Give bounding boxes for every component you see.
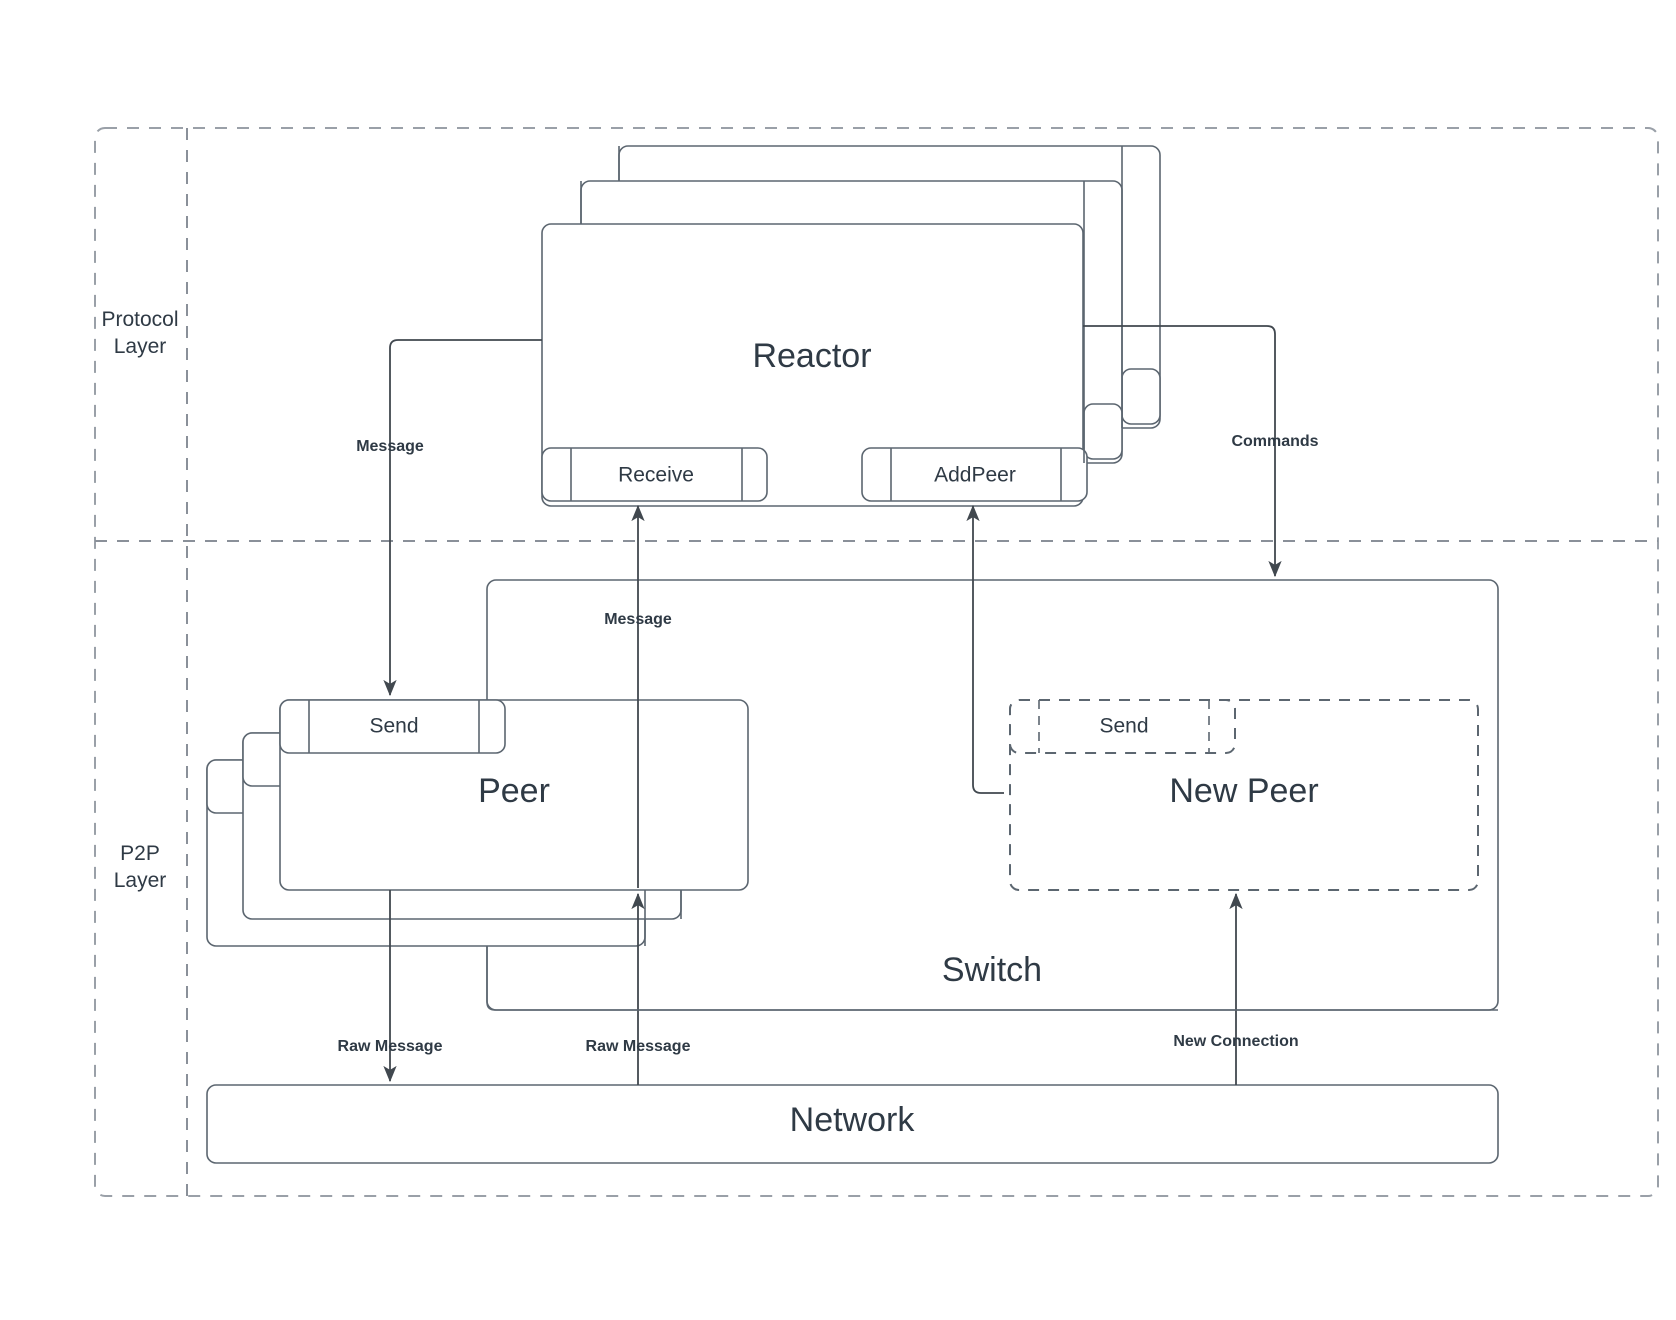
reactor-port-receive-label: Receive <box>618 464 694 487</box>
layer-label-p2p: P2P Layer <box>96 840 184 894</box>
edge-label-new-connection: New Connection <box>1173 1033 1298 1050</box>
layer-label-protocol-line1: Protocol <box>101 308 179 331</box>
reactor-port-addpeer[interactable]: AddPeer <box>861 447 1088 502</box>
edge-label-raw-message-in: Raw Message <box>586 1038 691 1055</box>
layer-label-p2p-line1: P2P <box>120 842 160 865</box>
switch-label: Switch <box>942 951 1042 989</box>
edge-label-raw-message-out: Raw Message <box>338 1038 443 1055</box>
edge-label-commands: Commands <box>1231 433 1318 450</box>
peer-port-send[interactable]: Send <box>279 699 506 754</box>
network-box[interactable] <box>206 1084 1499 1164</box>
reactor-stack-mid-port <box>1083 403 1123 460</box>
layer-label-protocol: Protocol Layer <box>96 306 184 360</box>
layer-label-p2p-line2: Layer <box>113 869 167 892</box>
layer-label-protocol-line2: Layer <box>113 335 167 358</box>
new-peer-port-send[interactable]: Send <box>1009 699 1236 754</box>
switch-internal-route <box>486 946 1498 1011</box>
edge-message-to-peer <box>383 339 542 697</box>
edge-label-message-to-peer: Message <box>356 438 424 455</box>
reactor-box[interactable] <box>541 223 1084 507</box>
new-peer-port-send-label: Send <box>1099 715 1148 738</box>
peer-label: Peer <box>478 772 550 810</box>
network-label: Network <box>790 1101 916 1139</box>
new-peer-label: New Peer <box>1169 772 1318 810</box>
reactor-port-addpeer-label: AddPeer <box>934 464 1016 487</box>
edge-label-message-to-reactor: Message <box>604 611 672 628</box>
outer-container <box>94 127 1659 1197</box>
reactor-stack-back-port <box>1121 368 1161 425</box>
reactor-label: Reactor <box>752 337 871 375</box>
edge-switch-to-addpeer <box>966 504 1004 794</box>
reactor-port-receive[interactable]: Receive <box>541 447 768 502</box>
peer-port-send-label: Send <box>369 715 418 738</box>
edge-commands <box>1083 325 1282 578</box>
